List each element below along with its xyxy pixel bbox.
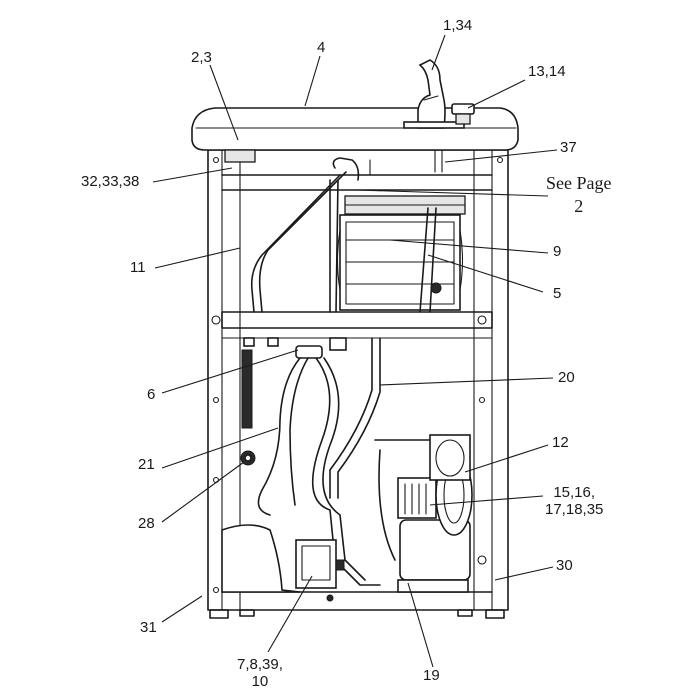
callout-11: 11	[130, 259, 146, 276]
callout-7-8-39-10: 7,8,39, 10	[237, 656, 283, 690]
fittings-under-shelf	[241, 337, 347, 429]
front-panel-cutout	[221, 450, 301, 593]
callout-28: 28	[138, 515, 155, 532]
callout-20: 20	[558, 369, 575, 386]
callout-9: 9	[553, 243, 562, 260]
leader-lines	[152, 34, 558, 668]
callout-2-3: 2,3	[191, 49, 212, 66]
electrical-box	[295, 539, 345, 602]
see-page-2-note: See Page 2	[546, 173, 612, 216]
callout-1-34: 1,34	[443, 17, 473, 34]
callout-13-14: 13,14	[528, 63, 566, 80]
callout-37: 37	[560, 139, 577, 156]
callout-12: 12	[552, 434, 569, 451]
callout-15-16-17-18-35: 15,16, 17,18,35	[545, 484, 604, 518]
water-lines-upper	[250, 149, 443, 313]
callout-4: 4	[317, 39, 326, 56]
bubbler	[403, 59, 465, 129]
callout-5: 5	[553, 285, 562, 302]
callout-30: 30	[556, 557, 573, 574]
callout-19: 19	[423, 667, 440, 684]
callout-31: 31	[140, 619, 157, 636]
push-button	[451, 103, 475, 125]
callout-21: 21	[138, 456, 155, 473]
callout-32-33-38: 32,33,38	[81, 173, 140, 190]
water-lines-lower	[257, 337, 471, 586]
callout-6: 6	[147, 386, 156, 403]
compressor-assembly	[397, 434, 473, 593]
cooling-tank	[336, 195, 466, 311]
